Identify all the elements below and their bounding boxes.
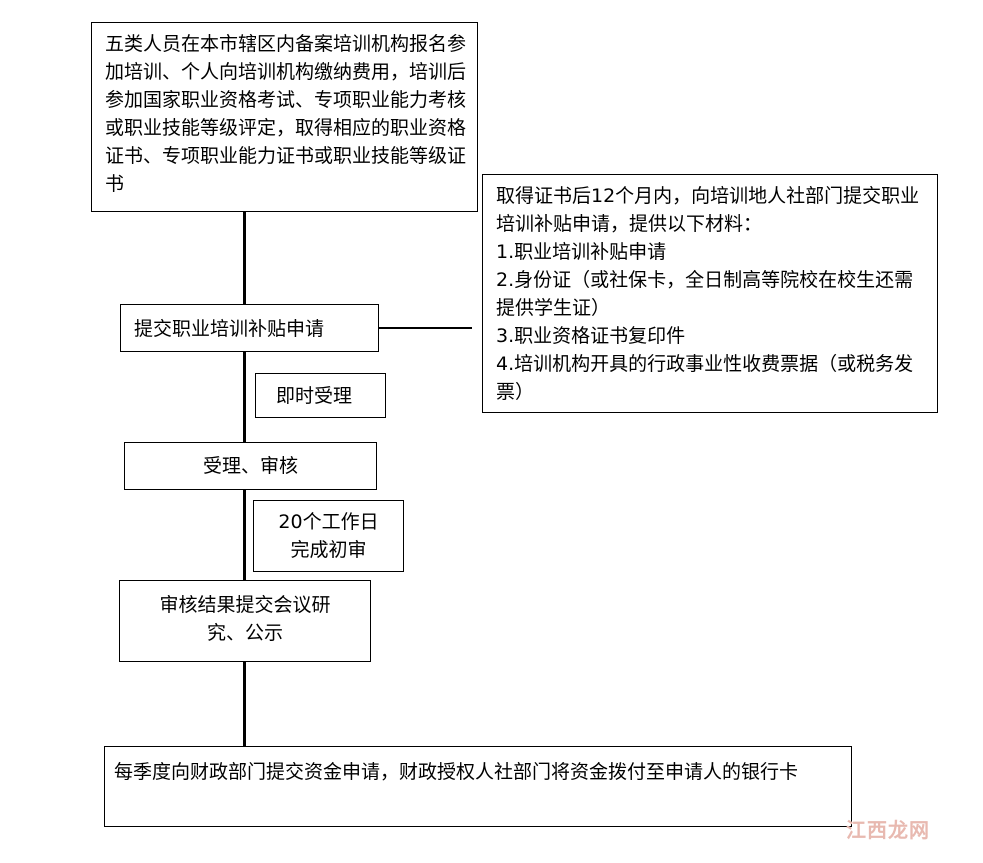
connector-line <box>379 327 472 329</box>
connector-line <box>243 662 246 746</box>
submit-application-label: 提交职业培训补贴申请 <box>134 318 325 340</box>
working-days-box: 20个工作日 完成初审 <box>253 500 404 572</box>
materials-item: 4.培训机构开具的行政事业性收费票据（或税务发票） <box>496 353 914 403</box>
immediate-accept-box: 即时受理 <box>255 373 386 418</box>
connector-line <box>243 490 246 580</box>
meeting-label-line2: 究、公示 <box>206 622 283 644</box>
connector-line <box>243 212 246 304</box>
materials-item: 3.职业资格证书复印件 <box>496 325 686 347</box>
watermark-logo: 江西龙网 <box>846 814 930 843</box>
materials-item: 1.职业培训补贴申请 <box>496 241 667 263</box>
meeting-box: 审核结果提交会议研 究、公示 <box>119 580 371 662</box>
submit-application-box: 提交职业培训补贴申请 <box>120 304 379 352</box>
materials-intro: 取得证书后12个月内，向培训地人社部门提交职业培训补贴申请，提供以下材料： <box>496 185 920 235</box>
payment-box: 每季度向财政部门提交资金申请，财政授权人社部门将资金拨付至申请人的银行卡 <box>104 746 852 827</box>
review-label: 受理、审核 <box>202 455 298 477</box>
materials-box: 取得证书后12个月内，向培训地人社部门提交职业培训补贴申请，提供以下材料： 1.… <box>482 174 938 413</box>
meeting-label-line1: 审核结果提交会议研 <box>159 594 331 616</box>
connector-line <box>243 352 246 442</box>
preliminary-review-label: 完成初审 <box>290 539 367 561</box>
immediate-accept-label: 即时受理 <box>276 385 353 407</box>
review-box: 受理、审核 <box>124 442 377 490</box>
working-days-label: 20个工作日 <box>278 511 379 533</box>
payment-text: 每季度向财政部门提交资金申请，财政授权人社部门将资金拨付至申请人的银行卡 <box>114 761 799 783</box>
eligibility-text: 五类人员在本市辖区内备案培训机构报名参加培训、个人向培训机构缴纳费用，培训后参加… <box>105 33 467 195</box>
eligibility-box: 五类人员在本市辖区内备案培训机构报名参加培训、个人向培训机构缴纳费用，培训后参加… <box>91 22 478 212</box>
materials-item: 2.身份证（或社保卡，全日制高等院校在校生还需提供学生证） <box>496 269 914 319</box>
watermark-text: 江西龙网 <box>846 818 930 842</box>
